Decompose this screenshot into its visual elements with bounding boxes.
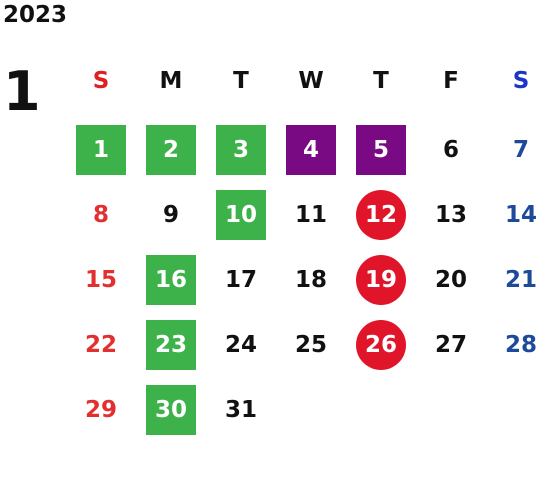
weekday-header-3: W [298,68,324,94]
calendar-day[interactable]: 17 [224,267,257,293]
calendar-day[interactable]: 29 [84,397,117,423]
calendar-day[interactable]: 11 [294,202,327,228]
calendar-day[interactable]: 13 [434,202,467,228]
calendar-day[interactable]: 15 [84,267,117,293]
calendar-day[interactable]: 28 [504,332,537,358]
calendar-day[interactable]: 25 [294,332,327,358]
calendar-day[interactable]: 2 [146,125,196,175]
calendar-day[interactable]: 1 [76,125,126,175]
calendar-day[interactable]: 31 [224,397,257,423]
calendar-day[interactable]: 7 [512,137,529,163]
calendar-day[interactable]: 3 [216,125,266,175]
calendar-day[interactable]: 6 [442,137,459,163]
calendar-day[interactable]: 27 [434,332,467,358]
calendar-day[interactable]: 12 [356,190,406,240]
calendar-day[interactable]: 24 [224,332,257,358]
weekday-header-4: T [373,68,389,94]
weekday-header-5: F [443,68,459,94]
weekday-header-0: S [92,68,110,94]
calendar-day[interactable]: 14 [504,202,537,228]
calendar-day[interactable]: 8 [92,202,109,228]
calendar-day[interactable]: 5 [356,125,406,175]
calendar-day[interactable]: 22 [84,332,117,358]
calendar-day[interactable]: 30 [146,385,196,435]
year-label: 2023 [3,2,68,28]
weekday-header-2: T [233,68,249,94]
weekday-header-1: M [159,68,183,94]
calendar-day[interactable]: 16 [146,255,196,305]
calendar-day[interactable]: 20 [434,267,467,293]
weekday-header-6: S [512,68,530,94]
calendar-day[interactable]: 21 [504,267,537,293]
calendar-day[interactable]: 19 [356,255,406,305]
calendar-day[interactable]: 26 [356,320,406,370]
calendar-day[interactable]: 23 [146,320,196,370]
calendar-day[interactable]: 9 [162,202,179,228]
calendar-day[interactable]: 10 [216,190,266,240]
calendar-day[interactable]: 18 [294,267,327,293]
month-label: 1 [3,60,41,123]
calendar-day[interactable]: 4 [286,125,336,175]
